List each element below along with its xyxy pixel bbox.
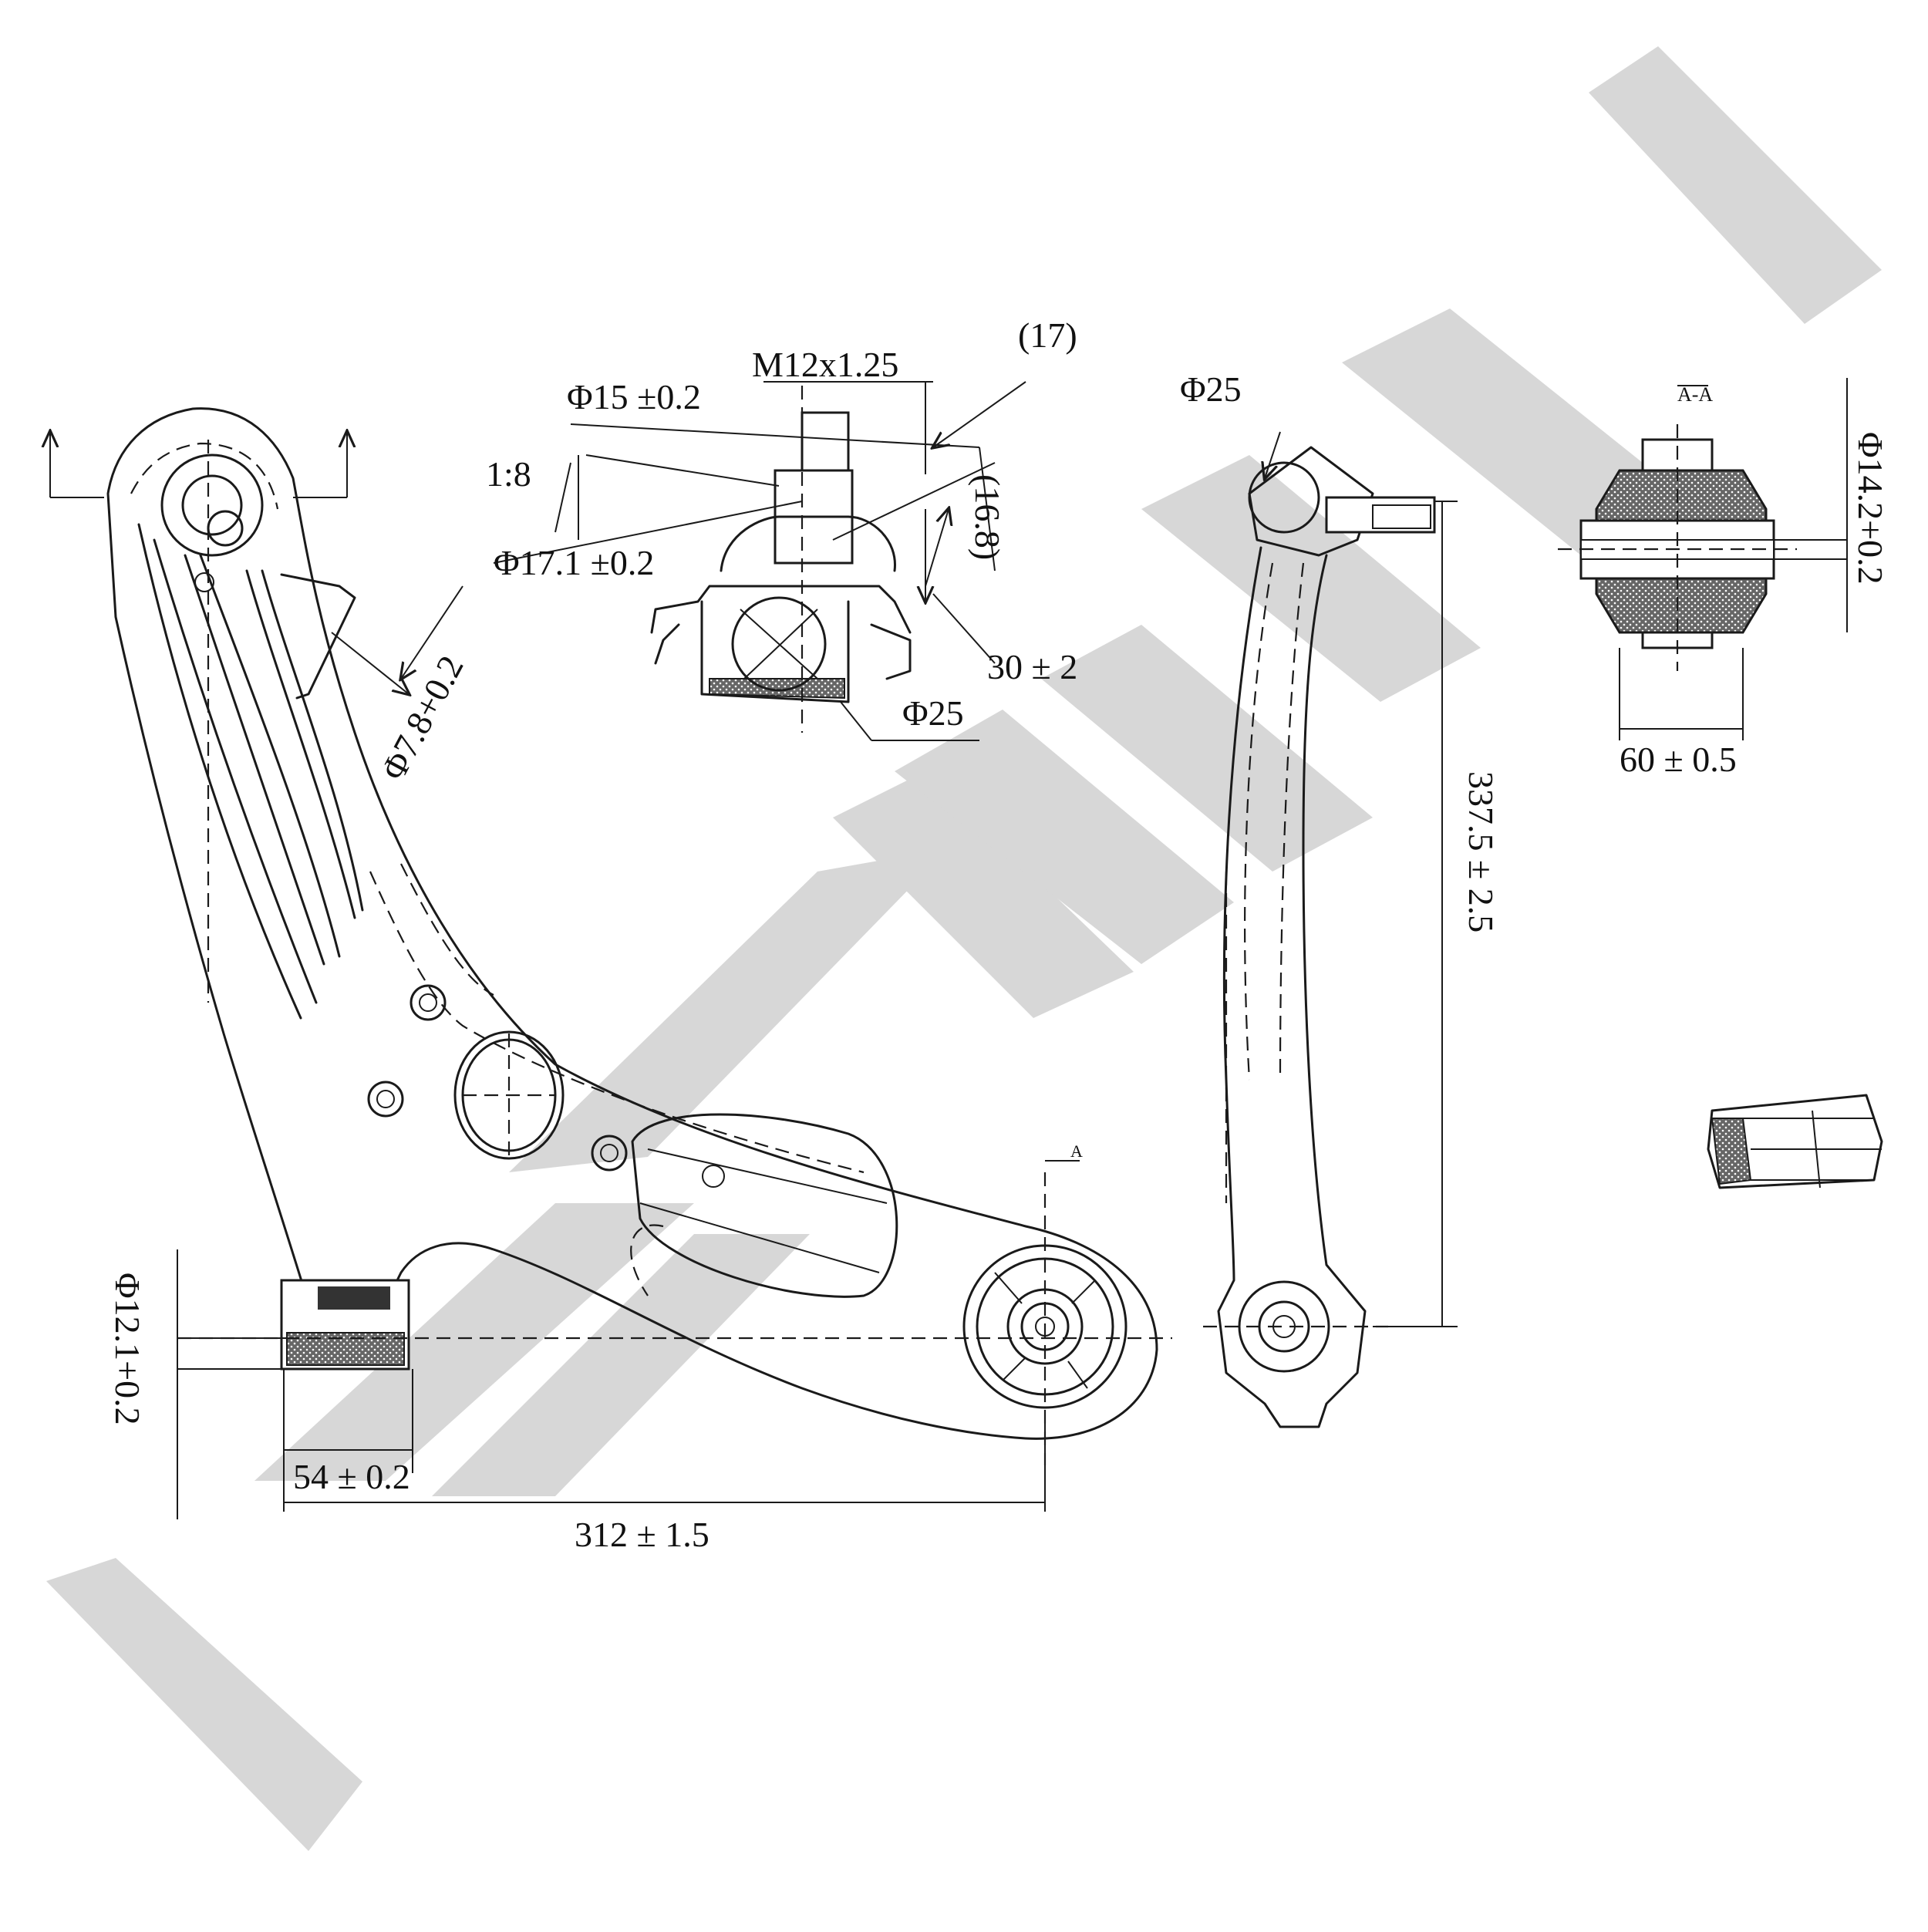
label-phi25-joint: Φ25	[902, 693, 964, 733]
label-54: 54 ± 0.2	[293, 1457, 410, 1496]
label-312: 312 ± 1.5	[575, 1515, 710, 1554]
label-phi25-side: Φ25	[1180, 369, 1242, 409]
nut-icon	[1707, 1094, 1883, 1189]
watermark-logo	[46, 46, 1882, 1851]
label-phi15: Φ15 ±0.2	[567, 377, 701, 416]
label-section-aa: A-A	[1677, 383, 1713, 406]
label-168: (16.8)	[968, 474, 1007, 560]
label-phi17: Φ17.1 ±0.2	[494, 543, 654, 582]
label-17: (17)	[1018, 315, 1077, 355]
label-phi121: Φ12.1+0.2	[108, 1273, 147, 1425]
label-30: 30 ± 2	[987, 647, 1077, 686]
label-60: 60 ± 0.5	[1620, 740, 1737, 779]
label-phi142: Φ14.2+0.2	[1851, 432, 1890, 585]
dimension-lines	[177, 378, 1848, 1519]
control-arm-side-view	[1203, 446, 1436, 1428]
label-phi78: Φ7.8+0.2	[373, 649, 471, 787]
label-3375: 337.5 ± 2.5	[1461, 771, 1501, 932]
bushing-section-a-a	[1558, 424, 1797, 671]
label-m12: M12x1.25	[752, 345, 898, 384]
label-section-a: A	[1070, 1141, 1083, 1161]
label-ratio: 1:8	[486, 454, 531, 494]
control-arm-plan-view	[50, 407, 1172, 1465]
ball-joint-detail	[650, 386, 912, 733]
